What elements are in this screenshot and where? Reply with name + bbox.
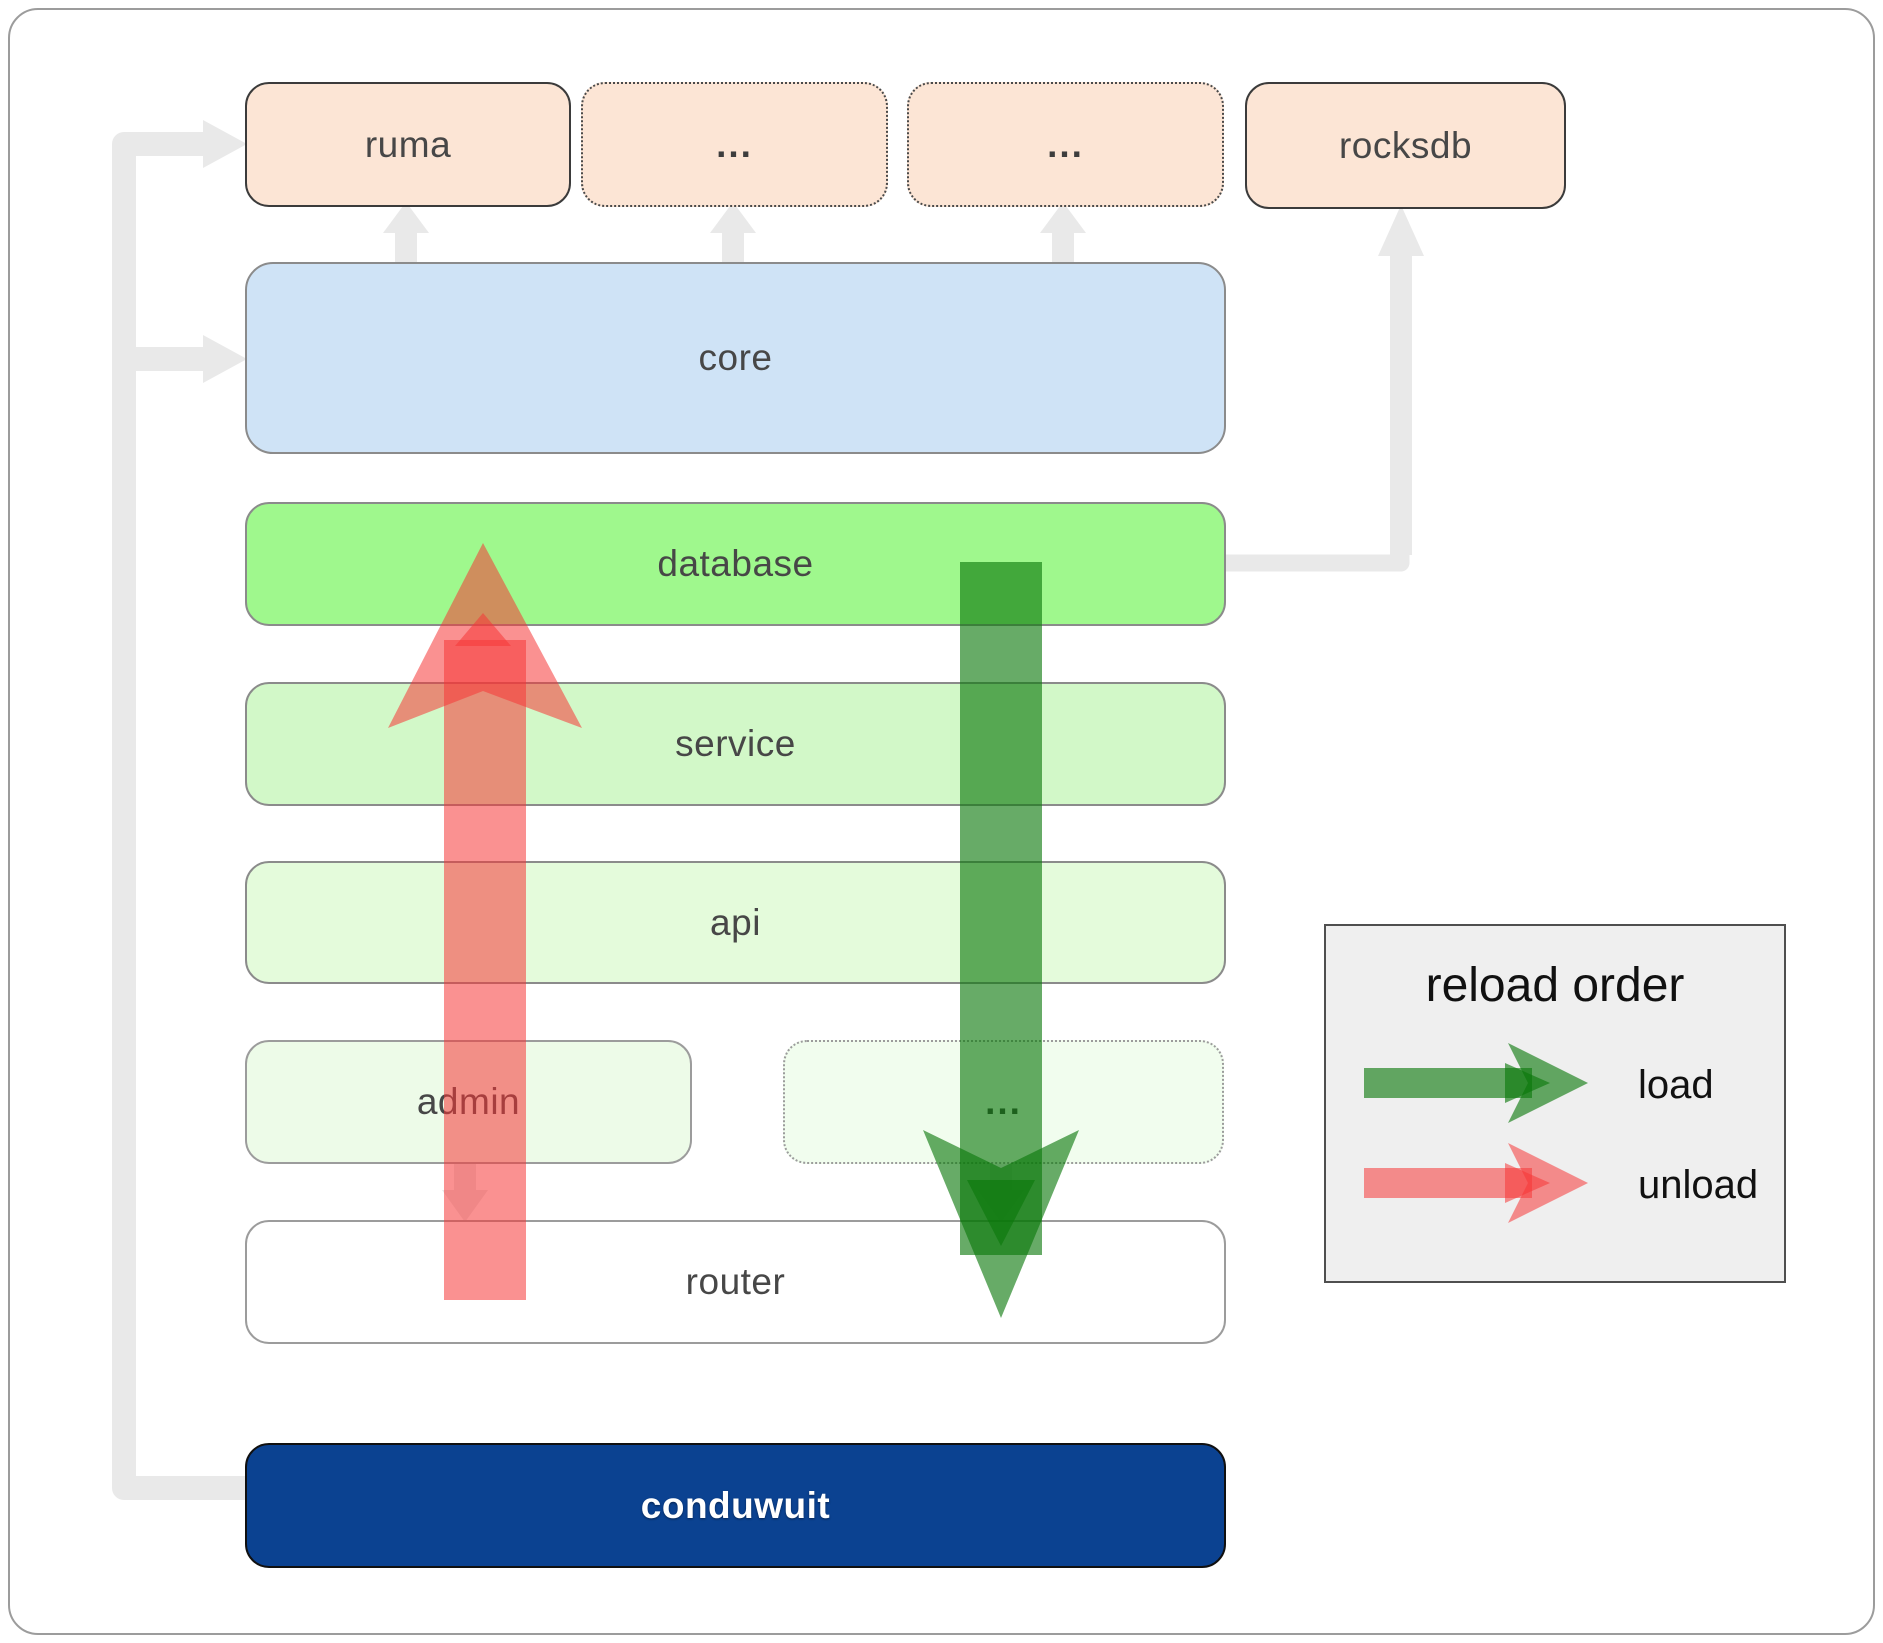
box-dots-admin: ... (783, 1040, 1224, 1164)
box-ruma-label: ruma (364, 123, 452, 165)
box-core-label: core (698, 337, 773, 378)
connector-database-to-rocksdb-line (1223, 252, 1410, 572)
arrowhead-into-rocksdb-icon (1378, 205, 1424, 256)
box-dots-top-1: ... (581, 82, 888, 207)
box-dots-admin-label: ... (985, 1081, 1022, 1122)
box-dots-top-2: ... (907, 82, 1224, 207)
arrow-core-to-dots1-icon (710, 202, 756, 263)
box-router: router (245, 1220, 1226, 1344)
arrow-admin-to-router-icon (442, 1162, 488, 1222)
arrowhead-into-ruma-icon (203, 120, 247, 168)
box-core: core (245, 262, 1226, 454)
box-database-label: database (657, 543, 814, 584)
arrow-core-to-ruma-icon (383, 202, 429, 263)
outer-frame (8, 8, 1875, 1635)
box-rocksdb-label: rocksdb (1338, 124, 1473, 166)
arrow-core-to-dots2-icon (1040, 202, 1086, 263)
legend-unload-label: unload (1638, 1163, 1759, 1207)
box-dots-top-1-label: ... (716, 123, 753, 165)
box-conduwuit: conduwuit (245, 1443, 1226, 1568)
arrow-dotsadmin-to-router-icon (978, 1162, 1024, 1222)
box-service: service (245, 682, 1226, 806)
box-database: database (245, 502, 1226, 626)
box-api-label: api (710, 901, 761, 943)
legend-title: reload order (1425, 959, 1685, 1012)
box-api: api (245, 861, 1226, 984)
arrowhead-into-core-icon (203, 335, 247, 383)
box-dots-top-2-label: ... (1047, 123, 1084, 165)
box-admin: admin (245, 1040, 692, 1164)
box-admin-label: admin (416, 1081, 521, 1122)
legend-load-label: load (1638, 1063, 1714, 1107)
box-conduwuit-label: conduwuit (640, 1484, 831, 1526)
box-rocksdb: rocksdb (1245, 82, 1566, 209)
legend-box: reload order load unload (1324, 924, 1786, 1283)
box-service-label: service (675, 723, 796, 764)
box-ruma: ruma (245, 82, 571, 207)
spine-conduwuit-to-ruma-line (112, 132, 246, 1500)
box-router-label: router (685, 1261, 786, 1302)
